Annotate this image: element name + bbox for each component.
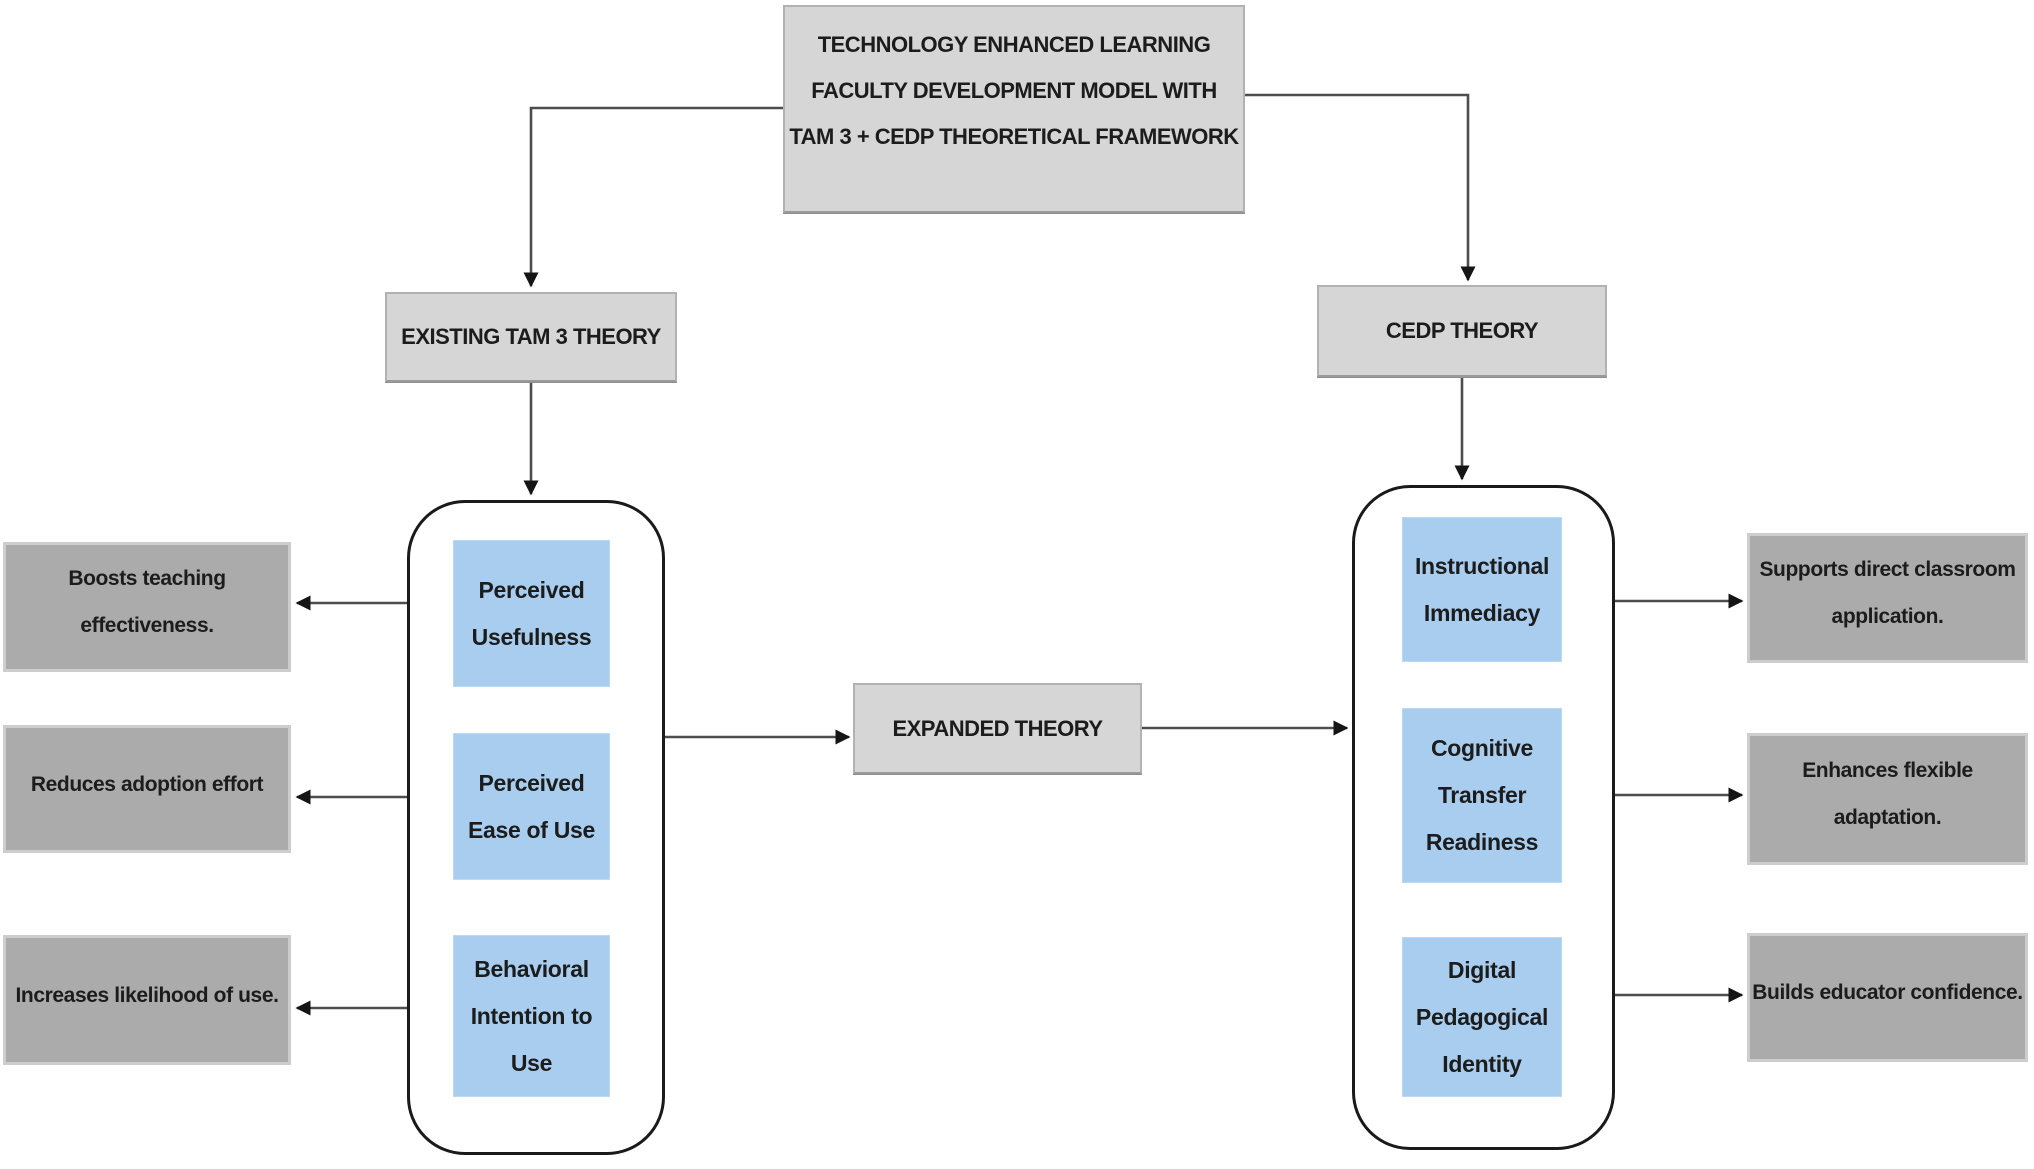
title-box: TECHNOLOGY ENHANCED LEARNING FACULTY DEV… — [783, 5, 1245, 213]
expanded-theory-label: EXPANDED THEORY — [892, 715, 1103, 741]
construct-digital-pedagogical-identity: Digital Pedagogical Identity — [1402, 937, 1562, 1097]
outcome-increases-likelihood-of-use: Increases likelihood of use. — [3, 935, 291, 1065]
construct-instructional-immediacy: Instructional Immediacy — [1402, 517, 1562, 662]
arrow-title-to-tam-theory — [523, 106, 783, 288]
construct-cognitive-transfer-readiness: Cognitive Transfer Readiness — [1402, 708, 1562, 883]
arrow-title-to-cedp-theory — [1245, 93, 1476, 282]
existing-tam3-theory-label: EXISTING TAM 3 THEORY — [401, 324, 661, 349]
outcome-boosts-teaching-effectiveness: Boosts teaching effectiveness. — [3, 542, 291, 672]
outcome-reduces-adoption-effort: Reduces adoption effort — [3, 725, 291, 853]
cedp-theory-label: CEDP THEORY — [1385, 318, 1539, 343]
title-line: FACULTY DEVELOPMENT MODEL WITH — [811, 78, 1217, 103]
construct-behavioral-intention-to-use: Behavioral Intention to Use — [453, 935, 610, 1097]
construct-perceived-usefulness: Perceived Usefulness — [453, 540, 610, 687]
expanded-theory-box: EXPANDED THEORY — [853, 683, 1142, 774]
construct-perceived-ease-of-use: Perceived Ease of Use — [453, 733, 610, 880]
existing-tam3-theory-box: EXISTING TAM 3 THEORY — [385, 292, 677, 382]
outcome-supports-direct-classroom-application: Supports direct classroom application. — [1747, 533, 2028, 663]
cedp-theory-box: CEDP THEORY — [1317, 285, 1607, 377]
outcome-enhances-flexible-adaptation: Enhances flexible adaptation. — [1747, 733, 2028, 865]
outcome-builds-educator-confidence: Builds educator confidence. — [1747, 933, 2028, 1062]
title-line: TECHNOLOGY ENHANCED LEARNING — [817, 32, 1211, 57]
title-line: TAM 3 + CEDP THEORETICAL FRAMEWORK — [789, 124, 1239, 149]
